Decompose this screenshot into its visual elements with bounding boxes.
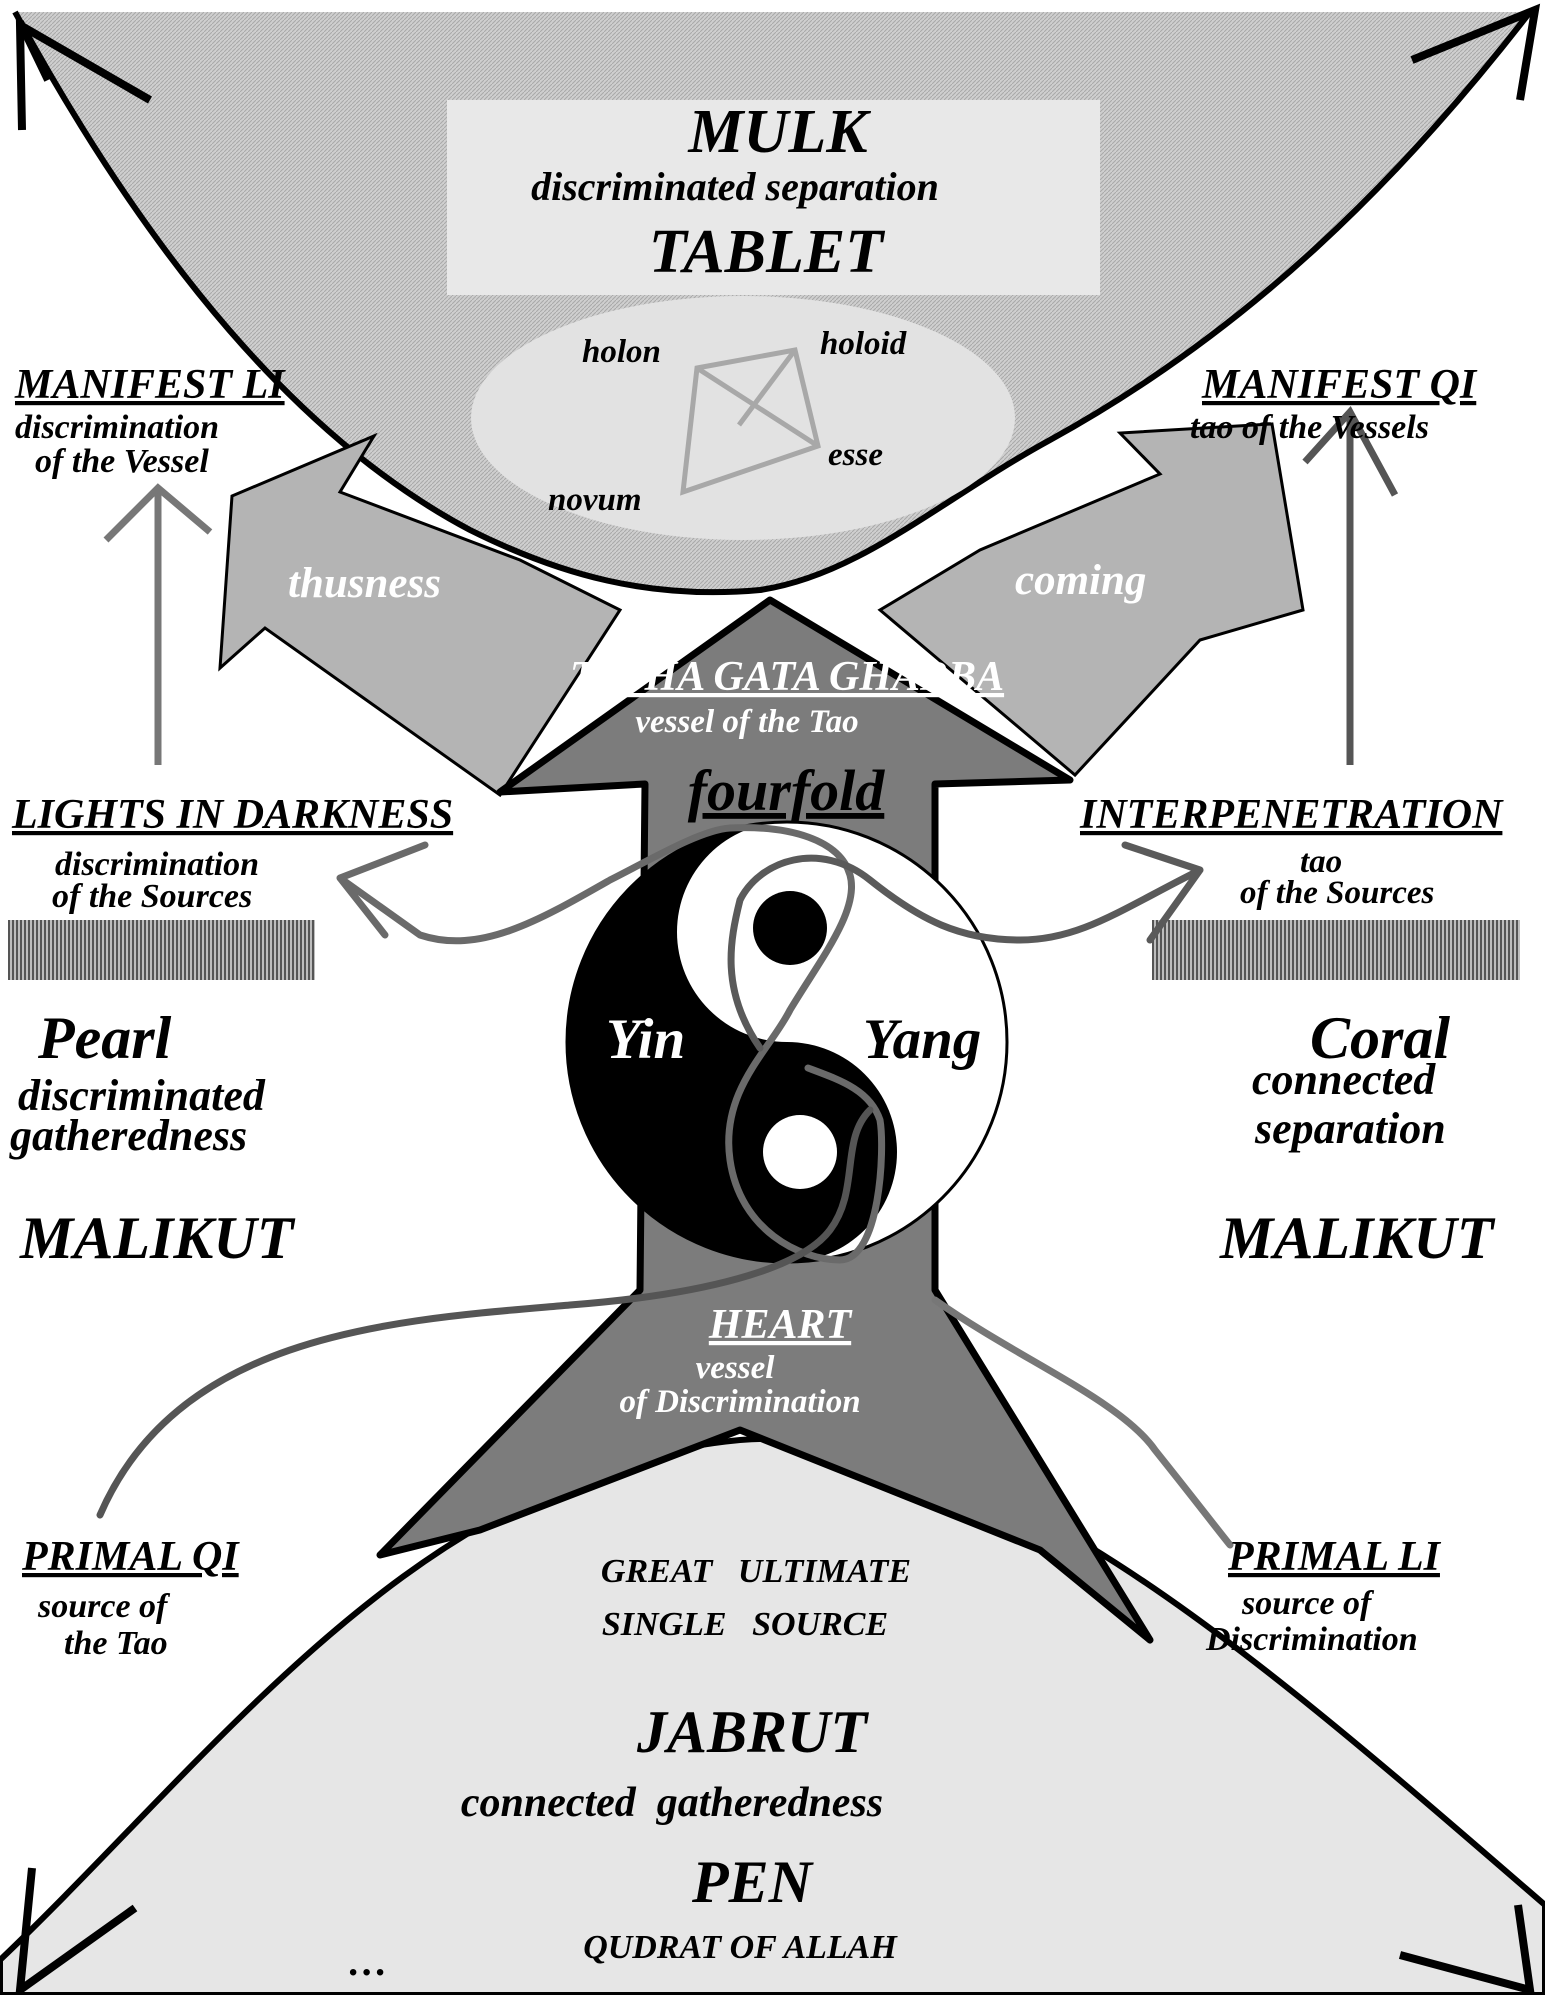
tablet-box [447,100,1100,295]
pearl-title: Pearl [37,1005,172,1071]
fourfold-label: fourfold [688,758,886,823]
up-arrow-right [1302,405,1399,765]
manifest-li-sub-1: discrimination [15,409,219,446]
thusness-arrow [218,432,623,798]
manifest-li-title: MANIFEST LI [14,362,286,408]
heart-subtitle-1: vessel [696,1350,776,1386]
corner-arrow-bottom-left [15,1867,138,1995]
pearl-sub-2: gatheredness [9,1111,247,1160]
lights-in-darkness-title: LIGHTS IN DARKNESS [11,792,453,838]
corner-arrow-top-right [1410,3,1541,101]
coral-title: Coral [1310,1005,1450,1071]
heart-subtitle-2: of Discrimination [619,1384,860,1420]
malikut-left: MALIKUT [19,1205,296,1271]
holoid-label: holoid [820,326,907,362]
lights-sub-1: discrimination [55,846,259,883]
lights-sub-2: of the Sources [52,878,252,915]
ellipsis-mark: … [348,1939,388,1984]
coral-sub-2: separation [1254,1104,1446,1153]
esse-label: esse [828,437,883,473]
manifest-qi-sub: tao of the Vessels [1190,409,1429,446]
primal-li-sub-2: Discrimination [1205,1621,1418,1658]
malikut-right: MALIKUT [1219,1205,1496,1271]
manifest-li-sub-2: of the Vessel [35,443,209,480]
holon-label: holon [582,334,661,370]
tatha-subtitle: vessel of the Tao [635,704,858,740]
great-ultimate-label: GREAT ULTIMATE [601,1553,911,1590]
coming-label: coming [1015,557,1146,604]
up-arrow-left [103,483,213,765]
striped-bar-right [1152,920,1520,980]
primal-qi-sub-1: source of [37,1588,171,1625]
mulk-subtitle: discriminated separation [531,164,939,209]
interpenetration-sub-1: tao [1300,844,1342,880]
tablet-title: TABLET [649,218,885,286]
manifest-qi-title: MANIFEST QI [1201,362,1478,408]
tatha-gata-gharba-title: TATHA GATA GHARBA [570,654,1004,700]
interpenetration-sub-2: of the Sources [1240,875,1434,911]
pearl-sub-1: discriminated [18,1071,266,1120]
bottom-mound [0,1435,1545,1995]
yin-label: Yin [606,1008,685,1071]
heart-title: HEART [708,1302,854,1348]
yang-label: Yang [863,1008,981,1071]
coral-sub-1: connected [1252,1055,1436,1104]
pen-title: PEN [691,1849,815,1915]
single-source-label: SINGLE SOURCE [602,1606,888,1643]
primal-qi-sub-2: the Tao [64,1625,168,1662]
kite-figure [680,347,821,496]
mulk-title: MULK [687,98,871,166]
primal-li-sub-1: source of [1241,1585,1375,1622]
primal-qi-title: PRIMAL QI [21,1534,240,1580]
corner-arrow-bottom-right [1398,1904,1535,1995]
primal-li-title: PRIMAL LI [1227,1534,1442,1580]
interpenetration-title: INTERPENETRATION [1079,792,1504,838]
jabrut-title: JABRUT [636,1699,869,1765]
novum-label: novum [548,482,642,518]
thusness-label: thusness [288,560,441,607]
top-bowl-outline [12,10,1533,596]
yin-yang-symbol [565,820,1009,1264]
qudrat-label: QUDRAT OF ALLAH [583,1929,898,1966]
coming-arrow [877,422,1305,778]
wavy-flow-lines [96,824,1234,1549]
striped-bar-left [8,920,315,980]
jabrut-subtitle: connected gatheredness [461,1780,883,1826]
corner-arrow-top-left [15,17,152,131]
